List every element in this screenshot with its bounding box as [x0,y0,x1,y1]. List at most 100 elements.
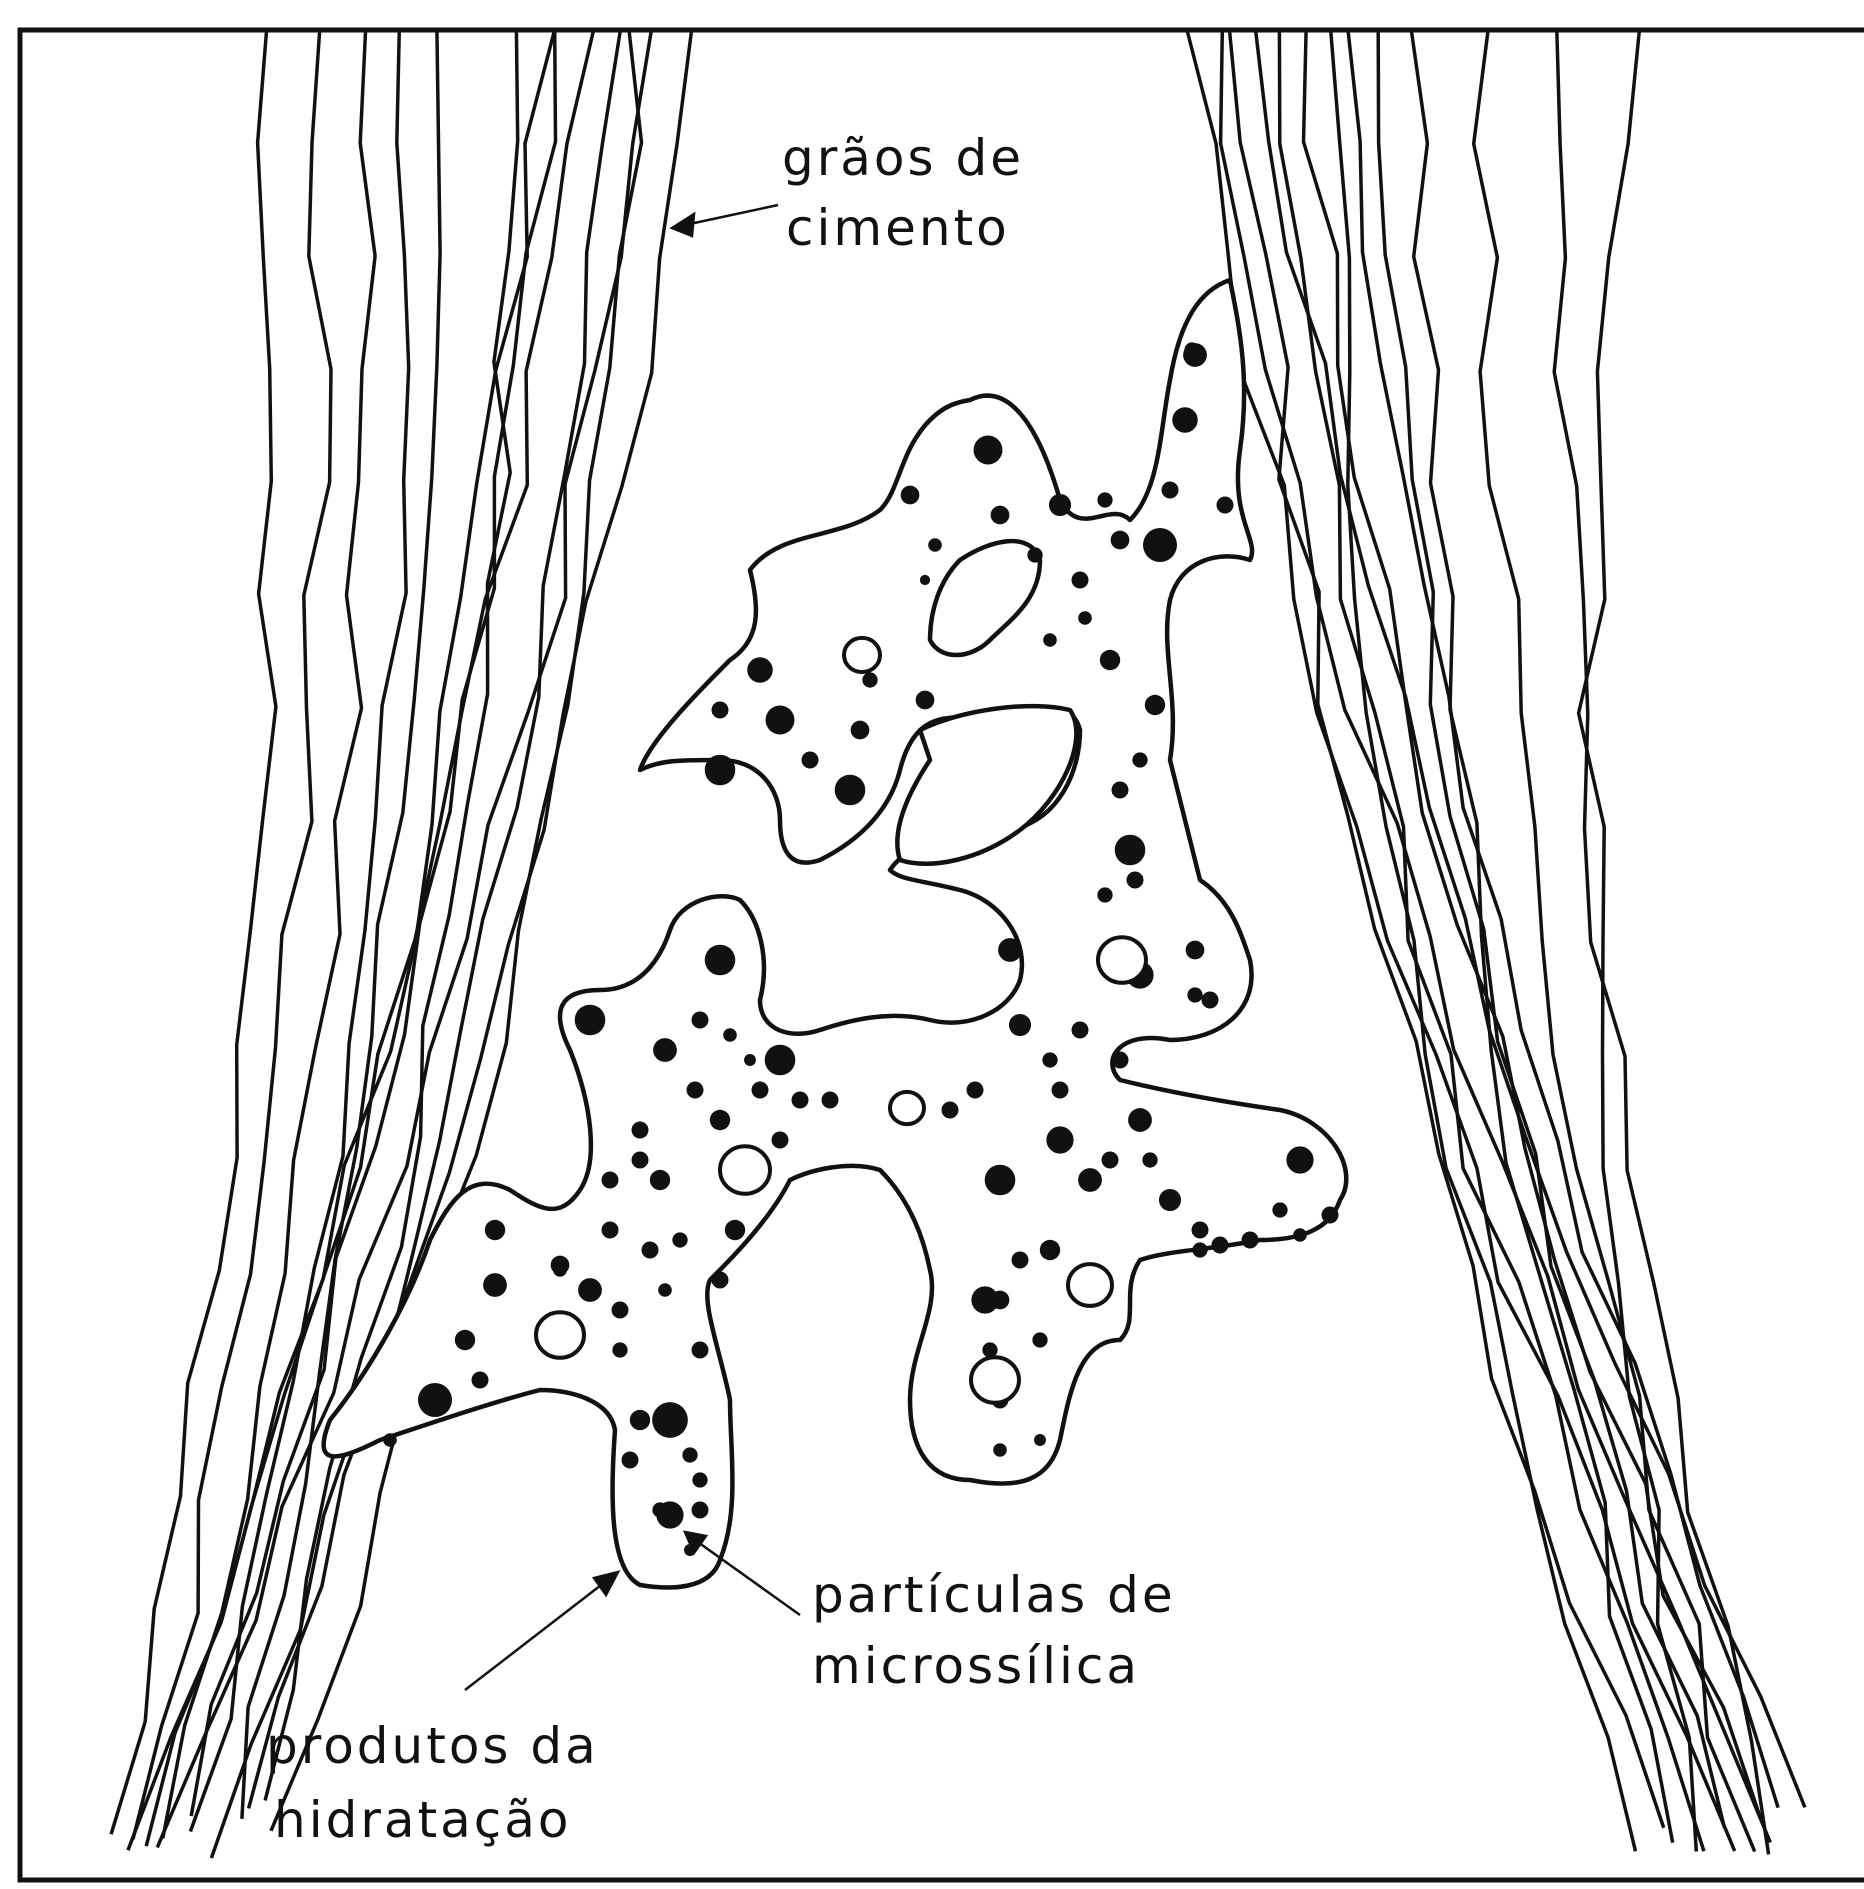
microsilica-particle [1072,572,1089,589]
microsilica-particle [985,1165,1016,1196]
label-hydration-line2: hidratação [274,1790,571,1850]
pore-void [1068,1264,1112,1306]
microsilica-particle [1131,1111,1150,1130]
label-microsilica-line1: partículas de [812,1565,1176,1625]
microsilica-particle [705,755,736,786]
grain-strand [1378,30,1724,1828]
microsilica-particle [687,1082,704,1099]
microsilica-particle [632,1122,649,1139]
microsilica-particle [772,1132,789,1149]
pore-void [720,1146,770,1194]
microsilica-particle [1143,528,1177,562]
microsilica-particle [653,1038,677,1062]
microsilica-particle [1242,1232,1259,1249]
microsilica-particle [1027,547,1042,562]
microsilica-particle [802,752,819,769]
grain-strand [249,30,621,1808]
microsilica-particle [1202,992,1219,1009]
label-cement-grains-line2: cimento [786,198,1010,258]
microsilica-particle [916,691,935,710]
microsilica-particle [765,1045,796,1076]
microsilica-particle [1322,1207,1339,1224]
microsilica-particle [483,1273,507,1297]
microsilica-particle [1186,941,1205,960]
microsilica-particle [1052,1082,1069,1099]
grain-strand [146,30,554,1846]
microsilica-particle [1097,887,1112,902]
microsilica-particle [705,945,736,976]
microsilica-particle [1142,1152,1157,1167]
microsilica-particle [752,1082,769,1099]
microsilica-particle [744,1054,756,1066]
microsilica-particle [692,1472,707,1487]
microsilica-particle [472,1372,489,1389]
microsilica-particle [901,486,920,505]
microsilica-particle [692,1012,709,1029]
microsilica-particle [725,1220,745,1240]
microsilica-particle [822,1092,839,1109]
microsilica-particle [1032,1332,1047,1347]
label-cement-grains-line1: grãos de [782,128,1024,188]
grain-strand [1187,30,1735,1851]
microsilica-particle [792,1092,809,1109]
microsilica-particle [1159,1189,1181,1211]
microsilica-particle [1043,633,1057,647]
microsilica-particle [1217,497,1234,514]
microsilica-particle [658,1283,672,1297]
microsilica-particle [1286,1146,1313,1173]
pore-void [890,1092,924,1124]
microsilica-particle [1212,1237,1229,1254]
microsilica-particle [1009,1014,1031,1036]
microsilica-particle [766,706,795,735]
microsilica-particle [485,1220,505,1240]
pore-void [844,638,880,672]
microsilica-particle [1112,782,1129,799]
microsilica-particle [991,506,1010,525]
microsilica-particle [656,1501,683,1528]
microsilica-particle [602,1172,619,1189]
microsilica-particle [602,1222,619,1239]
microsilica-particle [747,657,773,683]
microsilica-particle [1187,987,1202,1002]
microsilica-particle [967,1082,984,1099]
microsilica-particle [642,1242,659,1259]
microsilica-particle [1192,1242,1207,1257]
microsilica-particle [1272,1202,1287,1217]
microsilica-particle [1097,492,1112,507]
microsilica-particle [974,436,1003,465]
microsilica-particle [993,1443,1007,1457]
microsilica-particle [1072,1022,1089,1039]
grain-strand [211,30,691,1858]
microsilica-particle [632,1152,649,1169]
microsilica-particle [1192,1222,1209,1239]
microsilica-particle [920,575,930,585]
microsilica-particle [551,1256,570,1275]
microsilica-particle [1034,1434,1046,1446]
microsilica-particle [672,1232,687,1247]
microsilica-particle [1042,1052,1057,1067]
microsilica-particle [630,1410,650,1430]
microsilica-particle [712,702,729,719]
microsilica-particle [692,1342,709,1359]
microsilica-particle [692,1502,709,1519]
arrow-grains-head [672,214,694,236]
microsilica-particle [851,721,870,740]
microsilica-particle [455,1330,475,1350]
arrow-hydration-head [594,1572,618,1595]
microsilica-particle [1184,342,1199,357]
microsilica-particle [1112,1052,1129,1069]
microsilica-particle [1145,695,1165,715]
pore-void [536,1312,584,1358]
grain-strand [265,30,518,1801]
microsilica-particle [1132,752,1147,767]
microsilica-particle [1078,1168,1102,1192]
microsilica-particle [712,1272,729,1289]
pore-void [1098,937,1146,983]
microsilica-particle [971,1286,998,1313]
microsilica-particle [1100,650,1120,670]
microsilica-particle [862,672,877,687]
microsilica-particle [710,1110,730,1130]
microsilica-particle [928,538,942,552]
cement-grain-right [1187,30,1805,1854]
microsilica-particle [612,1302,629,1319]
